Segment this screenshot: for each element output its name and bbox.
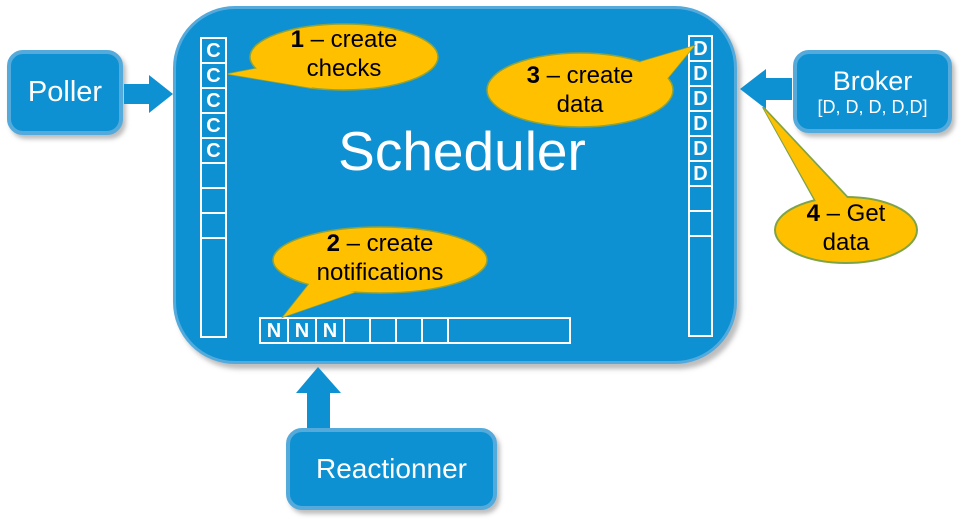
queue-cell [200, 237, 227, 338]
scheduler-title: Scheduler [338, 120, 586, 182]
callout-1-label: 1 – create checks [290, 26, 398, 82]
queue-cell [200, 187, 227, 214]
callout-2-label: 2 – create notifications [316, 230, 444, 286]
checks-queue: C C C C C [200, 37, 227, 338]
broker-label: Broker [832, 65, 913, 96]
callout-3-label: 3 – create data [526, 62, 634, 118]
broker-sublabel: [D, D, D, D,D] [817, 96, 928, 117]
queue-cell [688, 210, 713, 237]
queue-cell: C [200, 112, 227, 139]
queue-cell: C [200, 137, 227, 164]
queue-cell [200, 212, 227, 239]
queue-cell [200, 162, 227, 189]
poller-node: Poller [7, 50, 123, 135]
callout-2-create-notifications [272, 226, 488, 319]
callout-4-label: 4 – Get data [806, 200, 886, 256]
queue-cell [688, 235, 713, 337]
queue-cell: D [688, 160, 713, 187]
arrow-reactionner-to-scheduler-icon [296, 367, 341, 428]
queue-cell [688, 185, 713, 212]
poller-label: Poller [27, 76, 103, 108]
arrow-poller-to-scheduler-icon [124, 75, 173, 113]
callout-3-create-data [486, 44, 697, 128]
arrow-broker-to-scheduler-icon [740, 69, 792, 109]
callout-1-create-checks [227, 23, 439, 91]
queue-cell: D [688, 135, 713, 162]
queue-cell [447, 317, 571, 344]
callout-4-get-data [762, 106, 918, 264]
reactionner-node: Reactionner [286, 428, 497, 510]
broker-node: Broker [D, D, D, D,D] [793, 50, 952, 133]
notifications-queue: N N N [259, 317, 571, 344]
reactionner-label: Reactionner [316, 453, 467, 484]
